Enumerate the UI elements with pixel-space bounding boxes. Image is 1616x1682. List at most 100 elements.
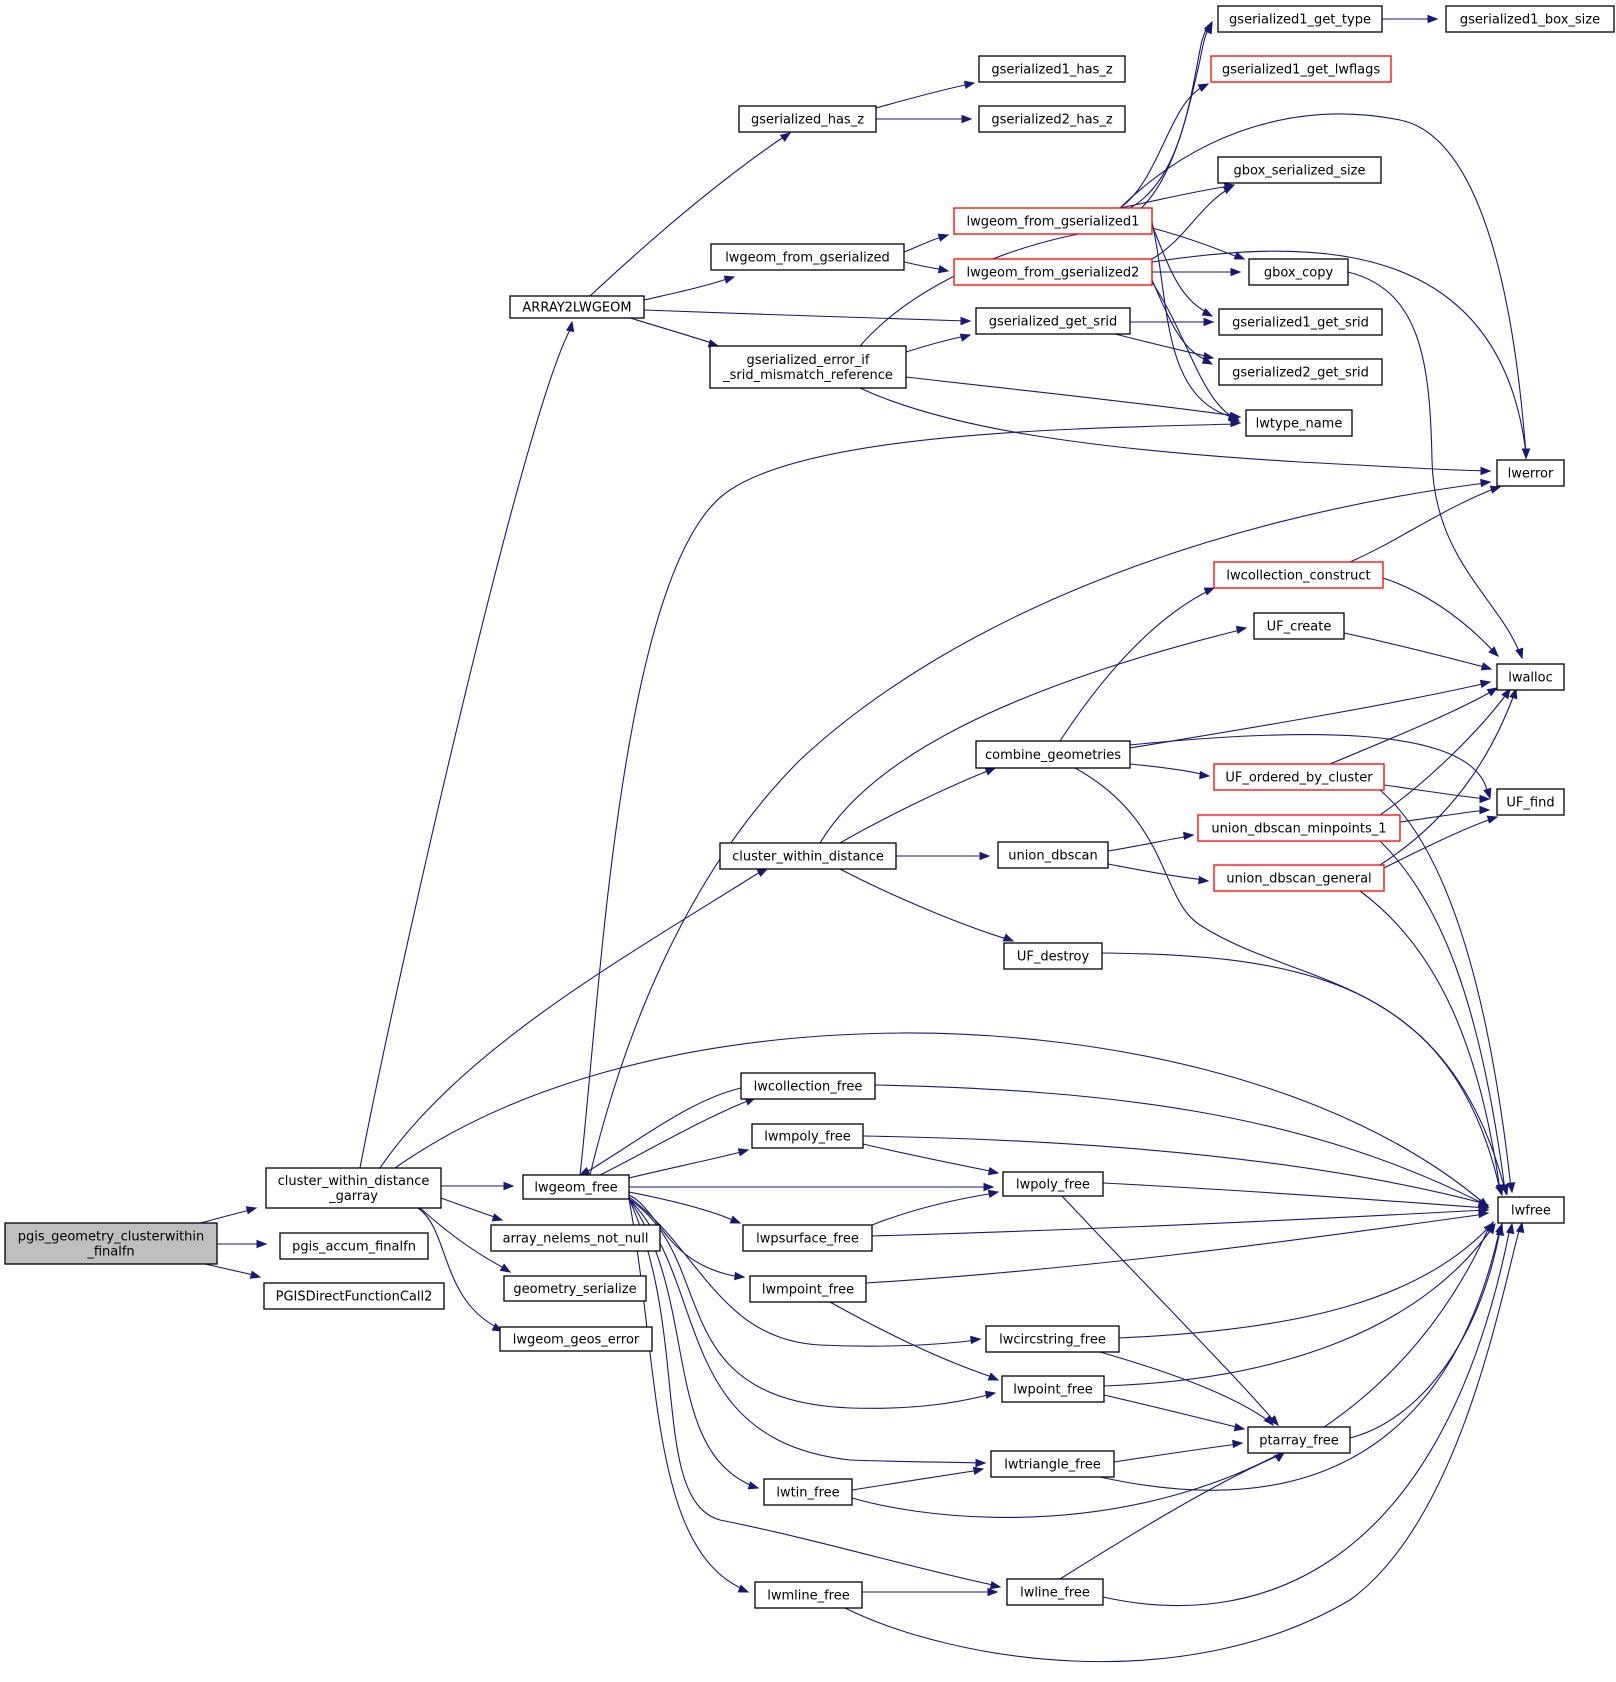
node-lfg[interactable]: lwgeom_from_gserialized	[710, 243, 905, 271]
edge-udm1-to-lwalloc	[1379, 687, 1511, 816]
node-cwdg[interactable]: cluster_within_distance_garray	[265, 1167, 442, 1209]
node-lcsfree[interactable]: lwcircstring_free	[985, 1325, 1120, 1353]
node-g1bs[interactable]: gserialized1_box_size	[1445, 5, 1615, 33]
edge-line	[599, 1099, 751, 1176]
node-ufd[interactable]: UF_destroy	[1003, 942, 1103, 970]
edge-line	[1151, 279, 1211, 363]
node-gbss[interactable]: gbox_serialized_size	[1217, 156, 1382, 184]
node-g1gl[interactable]: gserialized1_get_lwflags	[1210, 55, 1392, 83]
node-lcfree[interactable]: lwcollection_free	[740, 1072, 876, 1100]
node-lcc[interactable]: lwcollection_construct	[1213, 561, 1384, 589]
edge-arrowhead	[989, 1580, 1002, 1590]
node-box	[1210, 55, 1392, 83]
node-label: lwfree	[1511, 1204, 1551, 1219]
edge-lcc-to-lwalloc	[1382, 577, 1499, 657]
node-aenn[interactable]: array_nelems_not_null	[490, 1224, 661, 1252]
node-lwgfree[interactable]: lwgeom_free	[522, 1174, 630, 1200]
node-ltn[interactable]: lwtype_name	[1245, 409, 1353, 437]
node-ggs[interactable]: gserialized_get_srid	[975, 307, 1131, 335]
edge-arrowhead	[578, 1166, 591, 1176]
edge-cg-to-uff	[1129, 733, 1492, 800]
node-udb[interactable]: union_dbscan	[997, 841, 1109, 869]
node-lfg1[interactable]: lwgeom_from_gserialized1	[953, 207, 1153, 235]
node-gbc[interactable]: gbox_copy	[1248, 258, 1349, 286]
node-lwerror[interactable]: lwerror	[1496, 459, 1565, 487]
node-gser[interactable]: geometry_serialize	[503, 1275, 647, 1302]
edge-line	[1129, 682, 1488, 749]
edge-line	[1102, 1227, 1511, 1607]
node-lgeoserr[interactable]: lwgeom_geos_error	[499, 1326, 653, 1352]
node-lfg2[interactable]: lwgeom_from_gserialized2	[953, 258, 1153, 286]
edge-lwgfree-to-ltrifree	[628, 1198, 987, 1468]
node-label: lwmline_free	[767, 1589, 850, 1604]
node-box	[1497, 1196, 1565, 1224]
node-box	[742, 1224, 873, 1252]
node-g2gs[interactable]: gserialized2_get_srid	[1218, 358, 1383, 386]
edge-arrowhead	[1199, 770, 1211, 780]
node-ltinfree[interactable]: lwtin_free	[763, 1478, 853, 1506]
edge-arrowhead	[503, 1181, 515, 1191]
node-label: array_nelems_not_null	[503, 1232, 649, 1247]
node-paf[interactable]: pgis_accum_finalfn	[279, 1232, 429, 1260]
node-lmptfree[interactable]: lwmpoint_free	[749, 1275, 867, 1303]
edge-arrowhead	[1427, 14, 1439, 24]
node-lwfree[interactable]: lwfree	[1497, 1196, 1565, 1224]
node-pdfc2[interactable]: PGISDirectFunctionCall2	[263, 1282, 445, 1310]
node-box	[710, 243, 905, 271]
node-lmpolyfree[interactable]: lwmpoly_free	[751, 1123, 864, 1149]
node-box	[265, 1167, 442, 1209]
edge-line	[1151, 281, 1238, 421]
node-uff[interactable]: UF_find	[1496, 788, 1565, 816]
node-g2hz[interactable]: gserialized2_has_z	[978, 105, 1126, 133]
node-label: UF_destroy	[1017, 950, 1090, 965]
edge-arrowhead	[1480, 478, 1492, 488]
node-cwd[interactable]: cluster_within_distance	[719, 842, 897, 870]
edge-line	[584, 1087, 742, 1174]
edge-lwgfree-to-lcfree	[599, 1097, 757, 1176]
edge-lpolyfree-to-pafree	[1061, 1195, 1279, 1427]
node-llfree[interactable]: lwline_free	[1006, 1578, 1104, 1606]
node-a2l[interactable]: ARRAY2LWGEOM	[509, 295, 645, 319]
node-box	[1496, 663, 1565, 691]
edge-arrowhead	[1183, 831, 1195, 841]
node-ghz[interactable]: gserialized_has_z	[738, 105, 877, 133]
node-root[interactable]: pgis_geometry_clusterwithin_finalfn	[4, 1222, 218, 1265]
node-box	[754, 1581, 863, 1609]
node-g1gt[interactable]: gserialized1_get_type	[1217, 5, 1383, 33]
node-box	[953, 258, 1153, 286]
edge-arrowhead	[1509, 687, 1518, 700]
node-lpolyfree[interactable]: lwpoly_free	[1002, 1171, 1104, 1197]
edge-lcsfree-to-pafree	[1099, 1351, 1274, 1427]
edge-line	[1129, 733, 1489, 797]
node-lpsfree[interactable]: lwpsurface_free	[742, 1224, 873, 1252]
node-label: lwgeom_from_gserialized1	[967, 215, 1140, 230]
node-ltrifree[interactable]: lwtriangle_free	[990, 1450, 1115, 1478]
node-uobc[interactable]: UF_ordered_by_cluster	[1213, 763, 1385, 791]
node-udg[interactable]: union_dbscan_general	[1213, 864, 1385, 892]
node-udm1[interactable]: union_dbscan_minpoints_1	[1197, 814, 1401, 842]
node-cg[interactable]: combine_geometries	[975, 740, 1131, 769]
node-box	[1247, 1426, 1351, 1454]
node-pafree[interactable]: ptarray_free	[1247, 1426, 1351, 1454]
edge-line	[379, 871, 761, 1169]
edge-ltinfree-to-ltrifree	[851, 1466, 985, 1491]
node-label: lwcircstring_free	[999, 1333, 1106, 1348]
edge-line	[440, 1197, 501, 1220]
node-lmlfree[interactable]: lwmline_free	[754, 1581, 863, 1609]
node-label: cluster_within_distance	[278, 1174, 430, 1189]
edge-lfg1-to-gbss	[1119, 182, 1236, 209]
node-ufc[interactable]: UF_create	[1253, 612, 1345, 640]
node-label: gserialized_has_z	[751, 113, 864, 128]
edge-line	[417, 1207, 501, 1330]
node-g1gs[interactable]: gserialized1_get_srid	[1218, 308, 1383, 336]
node-geism[interactable]: gserialized_error_if_srid_mismatch_refer…	[709, 345, 907, 389]
edge-line	[875, 83, 971, 109]
edge-cg-to-uobc	[1129, 763, 1211, 780]
node-lwalloc[interactable]: lwalloc	[1496, 663, 1565, 691]
edge-lwgfree-to-lptfree	[628, 1198, 997, 1409]
node-g1hz[interactable]: gserialized1_has_z	[978, 55, 1126, 83]
edge-line	[204, 1263, 259, 1277]
node-lptfree[interactable]: lwpoint_free	[1001, 1375, 1105, 1403]
edge-line	[1151, 224, 1211, 315]
edge-lcfree-to-lwgfree	[578, 1087, 742, 1176]
